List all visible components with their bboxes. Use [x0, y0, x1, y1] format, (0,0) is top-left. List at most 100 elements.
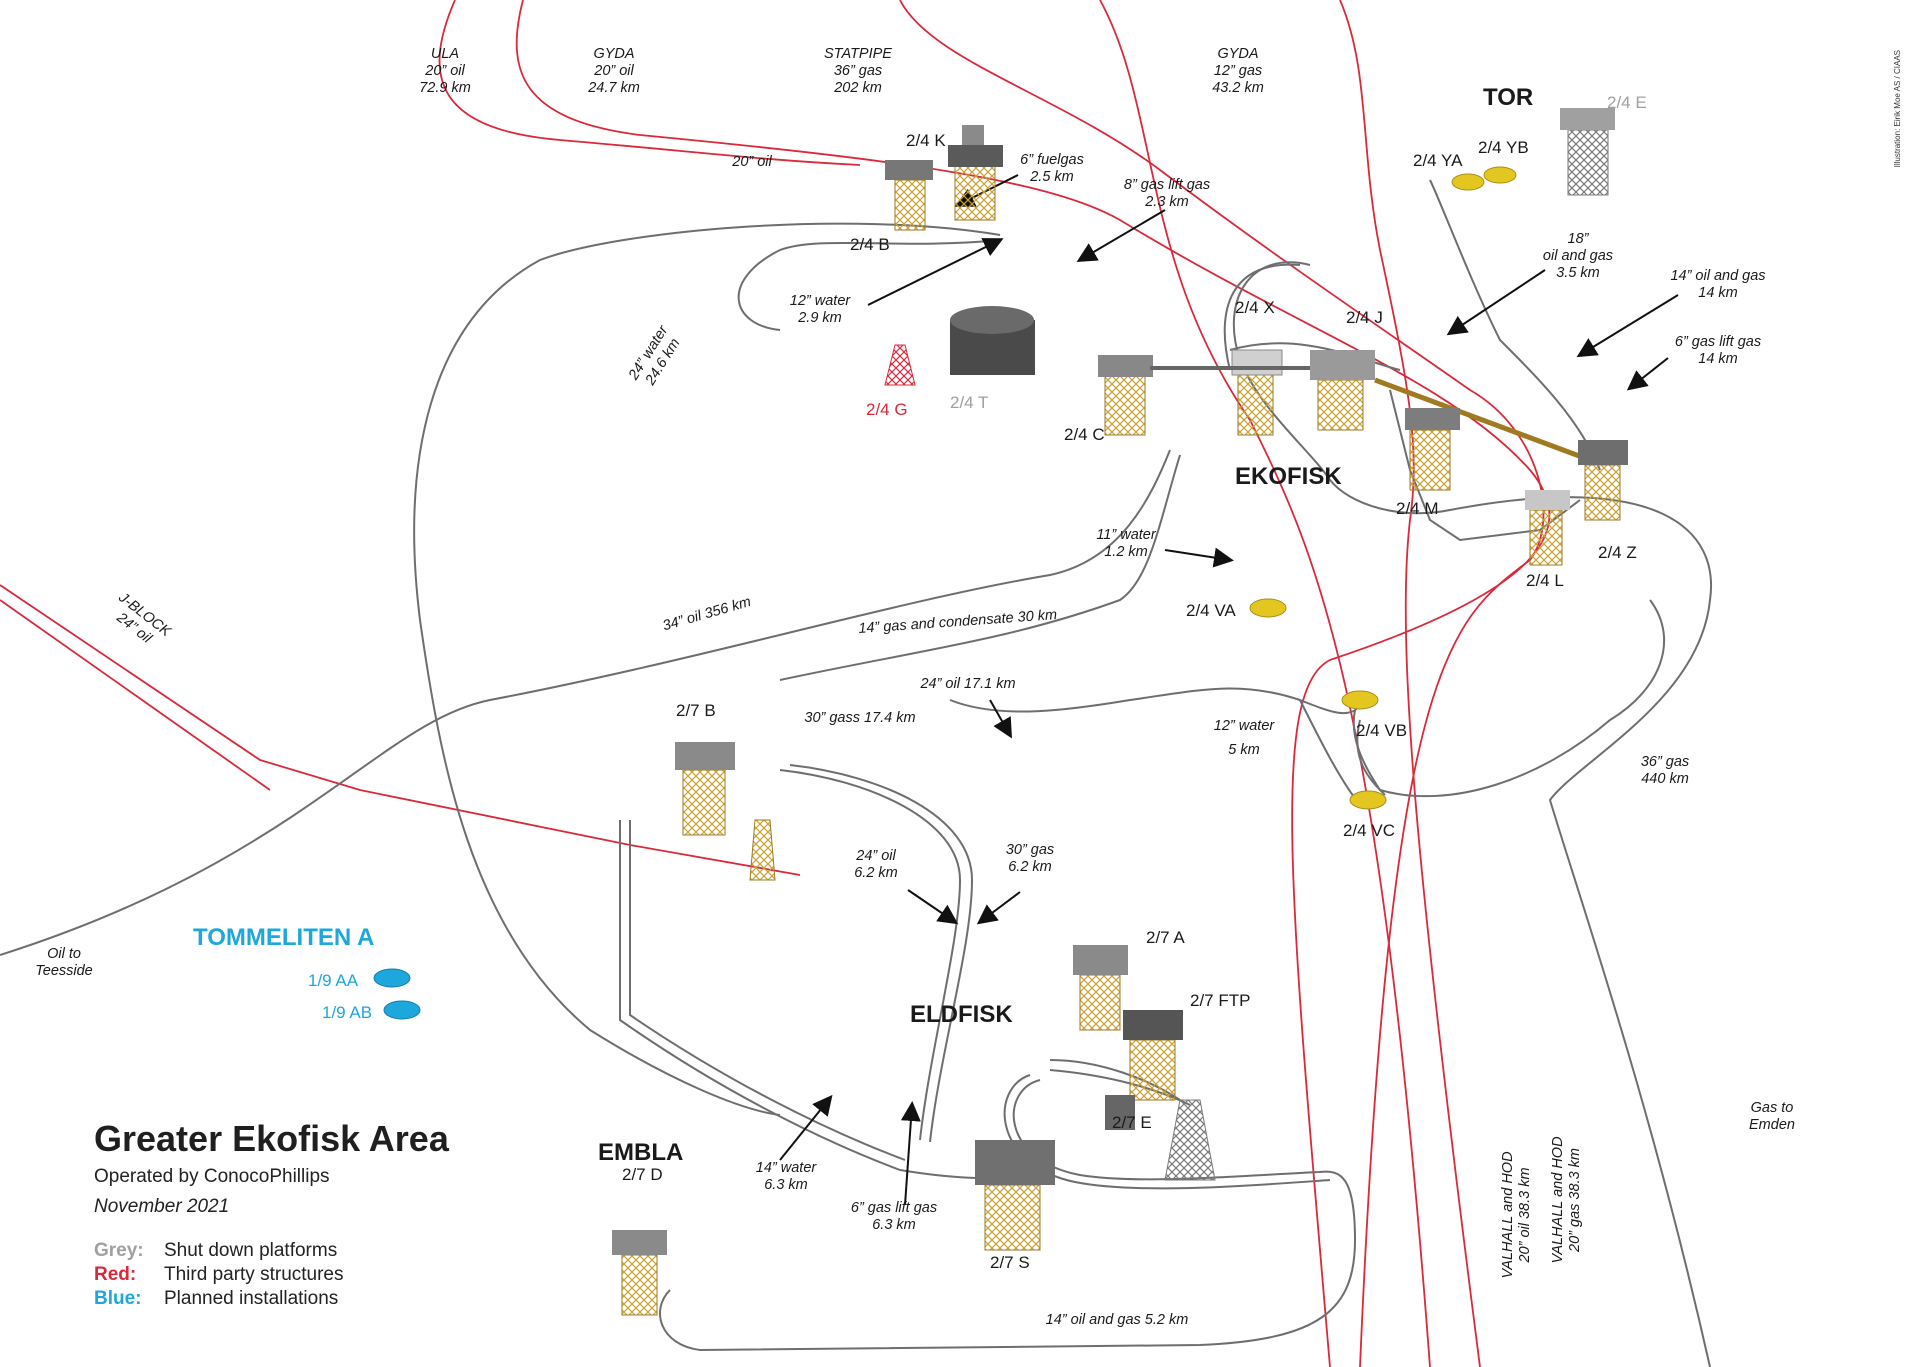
subsea-2-4-va[interactable] [1249, 598, 1287, 618]
legend-key-grey: Grey: [94, 1240, 144, 1261]
legend-row-grey: Grey: Shut down platforms [94, 1240, 337, 1262]
label-2-4-vc: 2/4 VC [1343, 821, 1395, 840]
platform-2-4-e[interactable] [1560, 108, 1615, 196]
label-2-7-b: 2/7 B [676, 701, 716, 720]
third-party-pipelines [0, 0, 1551, 1367]
label-2-7-a: 2/7 A [1146, 928, 1185, 947]
subsea-2-4-yb[interactable] [1483, 166, 1517, 184]
label-2-4-c: 2/4 C [1064, 425, 1105, 444]
subsea-2-4-vb[interactable] [1341, 690, 1379, 710]
label-2-4-b: 2/4 B [850, 235, 890, 254]
subsea-2-4-vc[interactable] [1349, 790, 1387, 810]
subsea-1-9-aa[interactable] [373, 968, 411, 988]
operator-text: Operated by ConocoPhillips [94, 1166, 330, 1187]
label-2-7-s: 2/7 S [990, 1253, 1030, 1272]
field-label-ekofisk: EKOFISK [1235, 463, 1342, 490]
legend-row-blue: Blue: Planned installations [94, 1288, 338, 1310]
field-label-tommeliten: TOMMELITEN A [193, 924, 374, 951]
label-2-4-k: 2/4 K [906, 131, 946, 150]
platform-2-7-e[interactable] [1105, 1095, 1216, 1181]
tank-2-4-t[interactable] [950, 306, 1035, 375]
platform-2-4-b[interactable] [885, 160, 933, 231]
field-label-eldfisk: ELDFISK [910, 1001, 1013, 1028]
label-2-4-yb: 2/4 YB [1478, 138, 1529, 157]
platform-2-4-k[interactable] [948, 125, 1003, 221]
label-valhall-gas: VALHALL and HOD20” gas 38.3 km [1550, 1136, 1583, 1263]
legend-key-blue: Blue: [94, 1288, 142, 1309]
label-2-4-x: 2/4 X [1235, 298, 1275, 317]
label-2-7-ftp: 2/7 FTP [1190, 991, 1250, 1010]
label-2-4-j: 2/4 J [1346, 308, 1383, 327]
date-text: November 2021 [94, 1196, 230, 1217]
field-label-embla: EMBLA [598, 1139, 683, 1166]
label-2-4-va: 2/4 VA [1186, 601, 1236, 620]
label-1-9-aa: 1/9 AA [308, 971, 359, 990]
illustration-credit: Illustration: Eirik Moe AS / CIAAS [1893, 50, 1902, 168]
platform-2-4-z[interactable] [1578, 440, 1628, 521]
label-2-4-l: 2/4 L [1526, 571, 1564, 590]
subsea-1-9-ab[interactable] [383, 1000, 421, 1020]
label-2-4-e: 2/4 E [1607, 93, 1647, 112]
platform-2-4-m[interactable] [1405, 408, 1460, 491]
legend-desc-blue: Planned installations [164, 1288, 339, 1309]
label-2-4-m: 2/4 M [1396, 499, 1439, 518]
platform-2-4-l[interactable] [1525, 490, 1570, 566]
legend-row-red: Red: Third party structures [94, 1264, 344, 1286]
label-2-4-g: 2/4 G [866, 400, 908, 419]
platform-2-7-ftp[interactable] [1123, 1010, 1183, 1101]
label-jblock: J-BLOCK24” oil [104, 589, 174, 654]
platform-2-7-a[interactable] [1073, 945, 1128, 1031]
label-gas-30-17: 30” gass 17.4 km [804, 710, 915, 726]
platform-2-4-j[interactable] [1310, 350, 1375, 431]
pipelines [0, 179, 1712, 1367]
label-2-4-t: 2/4 T [950, 393, 988, 412]
label-arrows [779, 174, 1679, 1206]
map-title: Greater Ekofisk Area [94, 1118, 449, 1159]
label-valhall-oil: VALHALL and HOD20” oil 38.3 km [1500, 1151, 1533, 1278]
label-oilgas-14-5: 14” oil and gas 5.2 km [1046, 1312, 1189, 1328]
legend-desc-grey: Shut down platforms [164, 1240, 338, 1261]
label-oil-24-17: 24” oil 17.1 km [919, 676, 1015, 692]
platform-2-4-g[interactable] [884, 344, 916, 386]
label-2-4-ya: 2/4 YA [1413, 151, 1463, 170]
label-2-7-e: 2/7 E [1112, 1113, 1152, 1132]
label-2-4-vb: 2/4 VB [1356, 721, 1407, 740]
label-20-oil: 20” oil [731, 154, 772, 170]
field-label-tor: TOR [1483, 84, 1533, 111]
bridge-j-m [1374, 377, 1591, 463]
legend-key-red: Red: [94, 1264, 137, 1285]
label-water-24: 24” water24.6 km [625, 322, 686, 393]
platform-2-4-x[interactable] [1231, 349, 1283, 436]
label-1-9-ab: 1/9 AB [322, 1003, 372, 1022]
platform-2-7-b[interactable] [675, 742, 776, 881]
label-2-7-d: 2/7 D [622, 1165, 663, 1184]
label-gascond-14: 14” gas and condensate 30 km [858, 607, 1058, 637]
platform-2-7-s[interactable] [975, 1140, 1055, 1251]
legend-desc-red: Third party structures [164, 1264, 344, 1285]
platform-2-4-c[interactable] [1098, 355, 1153, 436]
label-2-4-z: 2/4 Z [1598, 543, 1637, 562]
label-oil-34: 34” oil 356 km [661, 594, 753, 634]
platform-2-7-d[interactable] [612, 1230, 667, 1316]
subsea-2-4-ya[interactable] [1451, 173, 1485, 191]
